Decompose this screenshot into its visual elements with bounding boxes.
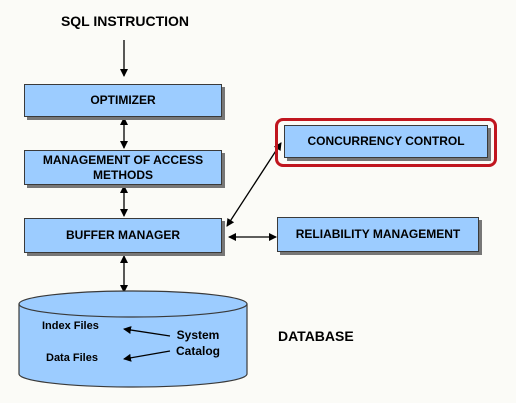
optimizer-label: OPTIMIZER xyxy=(90,93,156,108)
sql-instruction-label: SQL INSTRUCTION xyxy=(60,13,190,29)
buffer-manager-label: BUFFER MANAGER xyxy=(66,228,180,243)
arrow-buffer-concurrency xyxy=(226,142,282,227)
concurrency-control-highlight xyxy=(275,118,497,167)
system-catalog-label-line1: System xyxy=(176,328,220,342)
arrow-catalog-to-data-files xyxy=(123,350,171,362)
system-catalog-label-line2: Catalog xyxy=(175,344,220,358)
concurrency-control-label: CONCURRENCY CONTROL xyxy=(307,134,465,149)
reliability-management-box: RELIABILITY MANAGEMENT xyxy=(277,217,479,252)
database-label: DATABASE xyxy=(278,328,354,344)
optimizer-box: OPTIMIZER xyxy=(24,84,222,117)
index-files-label: Index Files xyxy=(42,320,99,332)
reliability-management-label: RELIABILITY MANAGEMENT xyxy=(295,227,461,242)
buffer-manager-box: BUFFER MANAGER xyxy=(24,218,222,253)
concurrency-control-box: CONCURRENCY CONTROL xyxy=(284,125,488,158)
access-methods-label-line2: METHODS xyxy=(93,167,153,182)
access-methods-box: MANAGEMENT OF ACCESS METHODS xyxy=(24,150,222,185)
database-cylinder xyxy=(18,290,248,388)
access-methods-label-line1: MANAGEMENT OF ACCESS xyxy=(42,153,204,168)
arrow-catalog-to-index-files xyxy=(123,326,171,337)
data-files-label: Data Files xyxy=(46,352,98,364)
